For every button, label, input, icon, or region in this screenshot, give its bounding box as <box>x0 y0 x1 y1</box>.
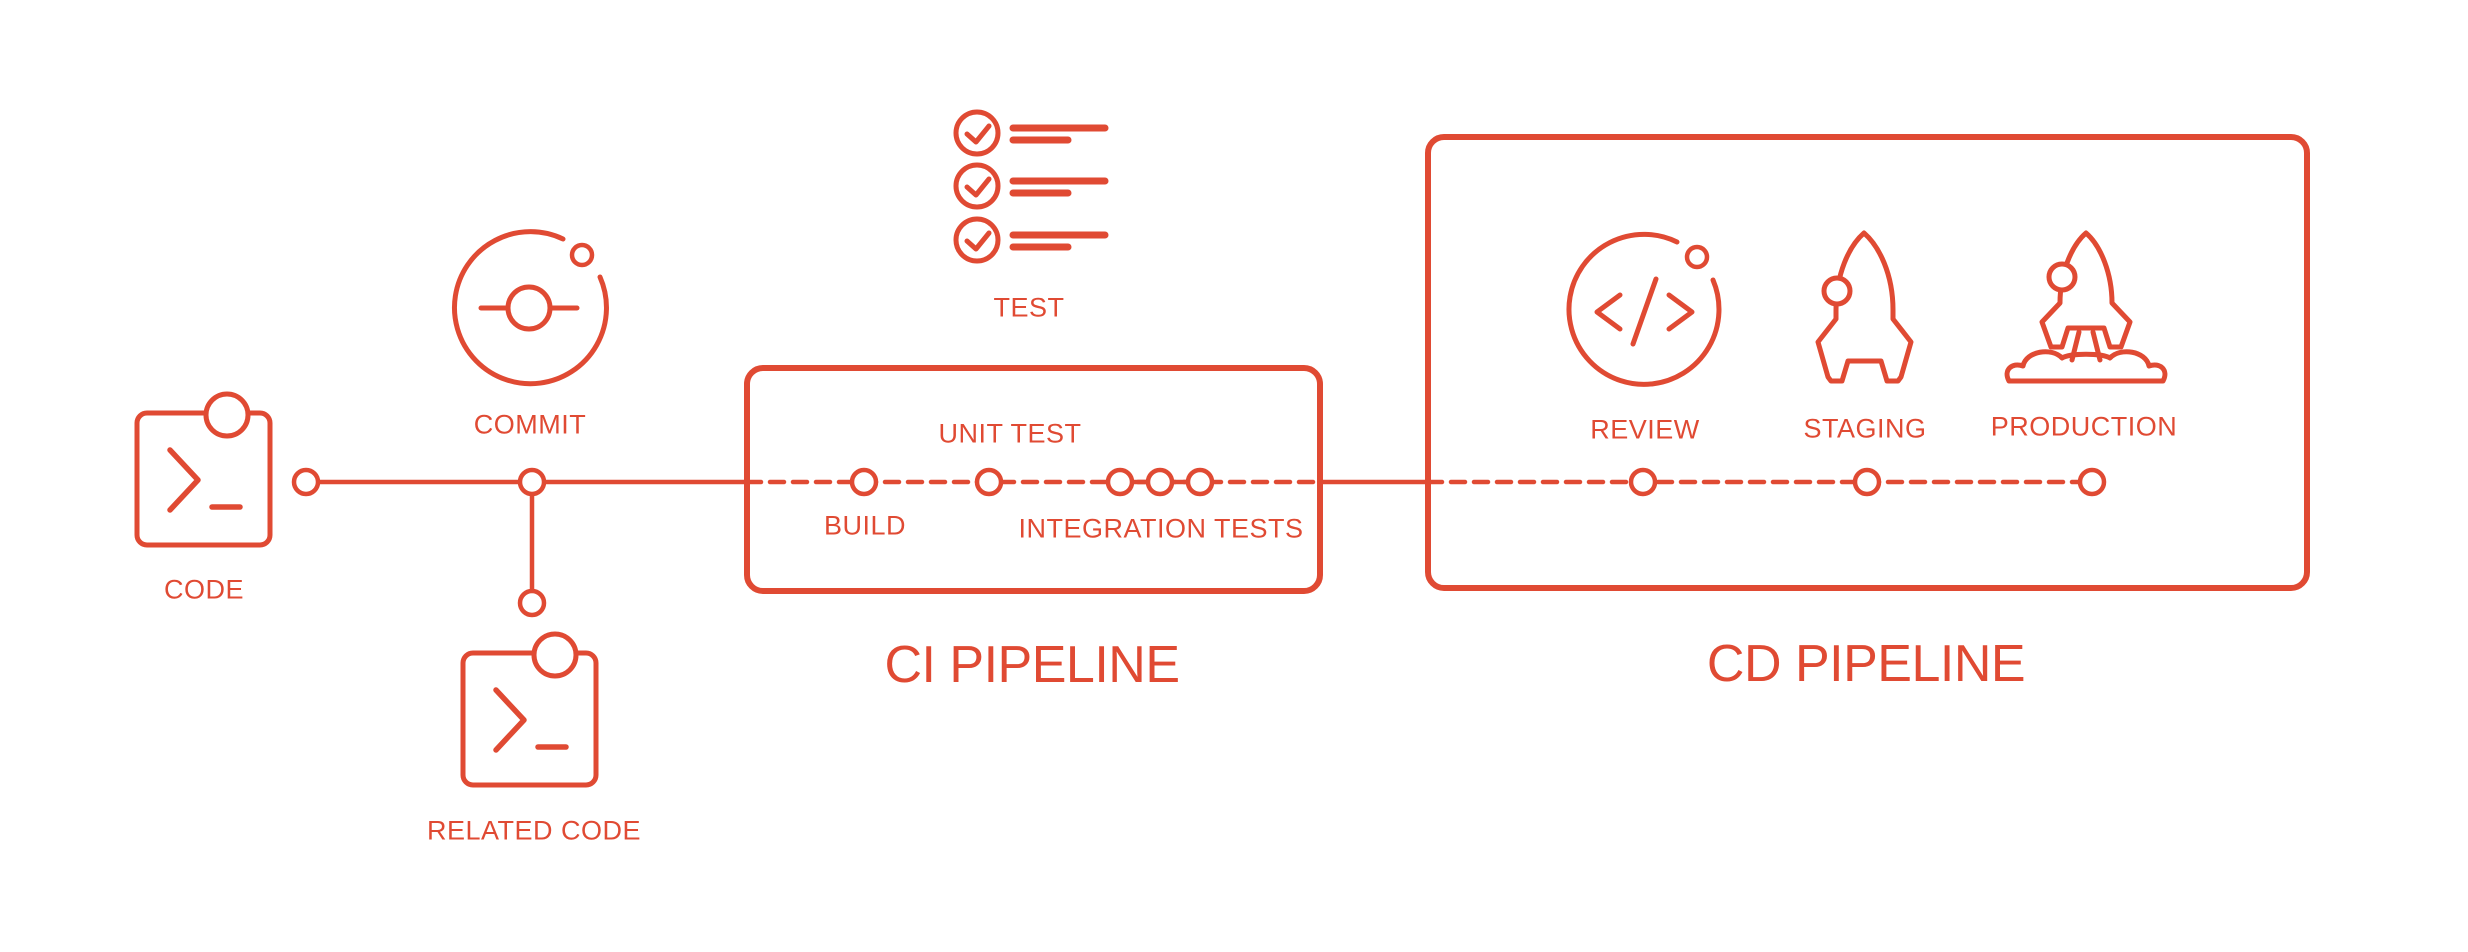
check-icon <box>964 230 992 252</box>
staging-rocket-icon <box>1815 230 1914 384</box>
production-label: PRODUCTION <box>1990 411 2178 442</box>
orbit-satellite-dot <box>569 242 595 268</box>
terminal-prompt-icon <box>493 687 527 753</box>
commit-node-circle <box>505 284 553 332</box>
related-code-node <box>517 588 547 618</box>
integration-test-node-3 <box>1185 467 1215 497</box>
rocket-window-circle <box>2046 261 2078 293</box>
related-code-icon <box>460 631 599 788</box>
cd-pipeline-title: CD PIPELINE <box>1706 635 2026 693</box>
checklist-item <box>953 216 1109 264</box>
build-label: BUILD <box>823 510 907 541</box>
staging-node <box>1852 467 1882 497</box>
checklist-item <box>953 109 1109 157</box>
integration-test-node-1 <box>1105 467 1135 497</box>
launch-cloud-icon <box>2004 349 2168 384</box>
test-label: TEST <box>993 292 1065 323</box>
code-icon <box>134 391 273 548</box>
code-pin-circle <box>531 631 579 679</box>
staging-label: STAGING <box>1803 413 1927 444</box>
check-icon <box>964 123 992 145</box>
integration-tests-label: INTEGRATION TESTS <box>1018 513 1304 544</box>
test-checklist-icon <box>953 109 1109 264</box>
production-node <box>2077 467 2107 497</box>
check-icon <box>964 176 992 198</box>
commit-orbit-arc <box>452 229 609 387</box>
start-node <box>291 467 321 497</box>
code-left-angle-icon <box>1594 292 1623 332</box>
review-icon <box>1566 231 1722 387</box>
commit-label: COMMIT <box>473 409 587 440</box>
integration-test-node-2 <box>1145 467 1175 497</box>
build-node <box>849 467 879 497</box>
review-label: REVIEW <box>1590 414 1700 445</box>
unit-test-node <box>974 467 1004 497</box>
code-right-angle-icon <box>1666 292 1695 332</box>
cd-pipeline-box <box>1425 134 2310 591</box>
rocket-window-circle <box>1821 275 1853 307</box>
unit-test-label: UNIT TEST <box>938 418 1082 449</box>
code-label: CODE <box>163 574 245 605</box>
code-pin-circle <box>203 391 251 439</box>
ci-pipeline-title: CI PIPELINE <box>884 636 1180 694</box>
related-code-label: RELATED CODE <box>426 815 642 846</box>
review-node <box>1628 467 1658 497</box>
review-orbit-arc <box>1566 231 1722 387</box>
commit-icon <box>452 229 609 387</box>
commit-node <box>517 467 547 497</box>
ci-pipeline-box <box>744 365 1323 594</box>
terminal-prompt-icon <box>167 447 201 513</box>
orbit-satellite-dot <box>1684 244 1710 270</box>
code-slash-icon <box>1630 276 1659 347</box>
pipeline-nodes <box>291 467 2107 618</box>
production-launch-icon <box>2004 230 2168 384</box>
checklist-item <box>953 162 1109 210</box>
